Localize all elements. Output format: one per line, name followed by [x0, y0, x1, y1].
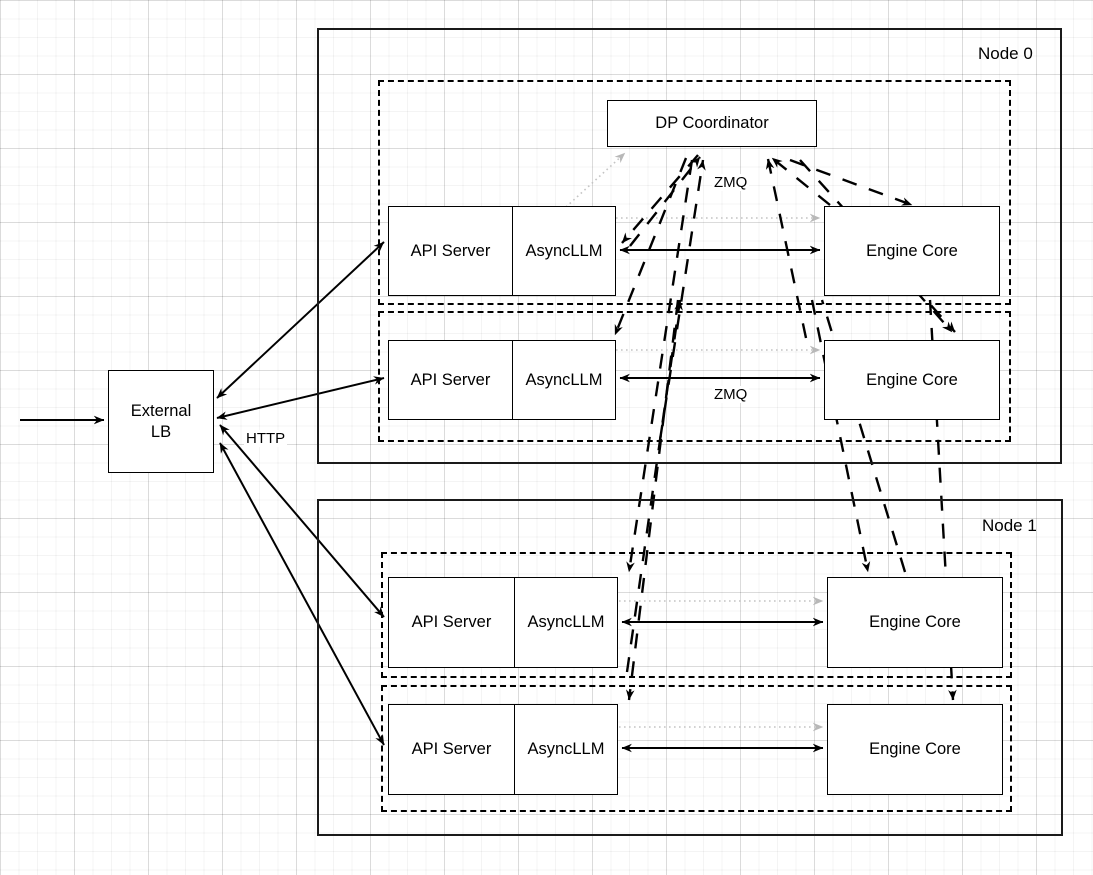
- edge-dp-n0-core0-down: [789, 158, 913, 207]
- api-server-label: API Server: [410, 241, 491, 260]
- edge-dp-n0-g0-down: [621, 154, 699, 244]
- node-0-group-0-zmq-label: ZMQ: [712, 174, 750, 191]
- node-1-group-1-api-server[interactable]: API Server: [389, 705, 515, 794]
- api-server-label: API Server: [410, 370, 491, 389]
- node-1-group-0-frame: [381, 552, 1012, 678]
- node-1-frame: [317, 499, 1063, 836]
- node-0-group-1-api-server[interactable]: API Server: [389, 341, 513, 419]
- node-1-group-0-async-llm[interactable]: AsyncLLM: [515, 578, 617, 667]
- external-lb-box[interactable]: External LB: [108, 370, 214, 473]
- node-0-label: Node 0: [978, 44, 1033, 63]
- node-0-group-0-engine-core[interactable]: Engine Core: [824, 206, 1000, 296]
- edge-dp-n0-core1-up: [765, 158, 808, 339]
- async-llm-label: AsyncLLM: [527, 613, 605, 631]
- edge-lb-to-api-n1-g1: [219, 442, 385, 746]
- node-1-group-0-api-server[interactable]: API Server: [389, 578, 515, 667]
- edge-lb-to-api-n0-g0: [216, 241, 385, 399]
- dp-coordinator-label: DP Coordinator: [655, 114, 769, 132]
- edge-dp-n0-g0-up: [629, 156, 701, 247]
- node-0-group-0-frame: [378, 80, 1011, 305]
- async-llm-label: AsyncLLM: [525, 370, 603, 389]
- async-llm-label: AsyncLLM: [527, 740, 605, 758]
- edge-dp-n1-core0-down: [810, 299, 871, 573]
- node-0-group-1-async-llm[interactable]: AsyncLLM: [513, 341, 615, 419]
- edge-dp-n0-core0-up: [771, 157, 831, 206]
- node-0-group-0-async-llm[interactable]: AsyncLLM: [513, 207, 615, 295]
- node-0-group-1-engine-core[interactable]: Engine Core: [824, 340, 1000, 420]
- node-0-group-1-zmq-label: ZMQ: [712, 386, 750, 403]
- node-0-group-0-api-split: API Server AsyncLLM: [388, 206, 616, 296]
- edge-dp-n1-g0-down: [626, 159, 694, 573]
- api-server-label: API Server: [411, 613, 492, 631]
- edge-dp-n0-core0-to-core1: [914, 289, 953, 333]
- node-0-frame: [317, 28, 1062, 464]
- node-0-group-1-api-split: API Server AsyncLLM: [388, 340, 616, 420]
- engine-core-label: Engine Core: [866, 370, 958, 389]
- dp-coordinator-box[interactable]: DP Coordinator: [607, 100, 817, 147]
- engine-core-label: Engine Core: [866, 241, 958, 260]
- node-0-group-1-frame: [378, 311, 1011, 442]
- node-1-group-1-api-split: API Server AsyncLLM: [388, 704, 618, 795]
- node-1-group-1-frame: [381, 685, 1012, 812]
- node-1-label: Node 1: [982, 516, 1037, 535]
- async-llm-label: AsyncLLM: [525, 241, 603, 260]
- node-0-group-0-api-server[interactable]: API Server: [389, 207, 513, 295]
- edge-lb-to-api-n0-g1: [216, 376, 385, 420]
- external-lb-label-line1: External: [130, 401, 192, 420]
- api-server-label: API Server: [411, 740, 492, 758]
- node-1-group-1-engine-core[interactable]: Engine Core: [827, 704, 1003, 795]
- engine-core-label: Engine Core: [869, 740, 961, 758]
- node-1-group-0-engine-core[interactable]: Engine Core: [827, 577, 1003, 668]
- external-lb-label-line2: LB: [150, 422, 172, 441]
- node-1-group-1-async-llm[interactable]: AsyncLLM: [515, 705, 617, 794]
- edge-dp-n0-g1-down: [613, 157, 688, 336]
- node-1-group-0-api-split: API Server AsyncLLM: [388, 577, 618, 668]
- http-edge-label: HTTP: [244, 430, 288, 447]
- engine-core-label: Engine Core: [869, 613, 961, 631]
